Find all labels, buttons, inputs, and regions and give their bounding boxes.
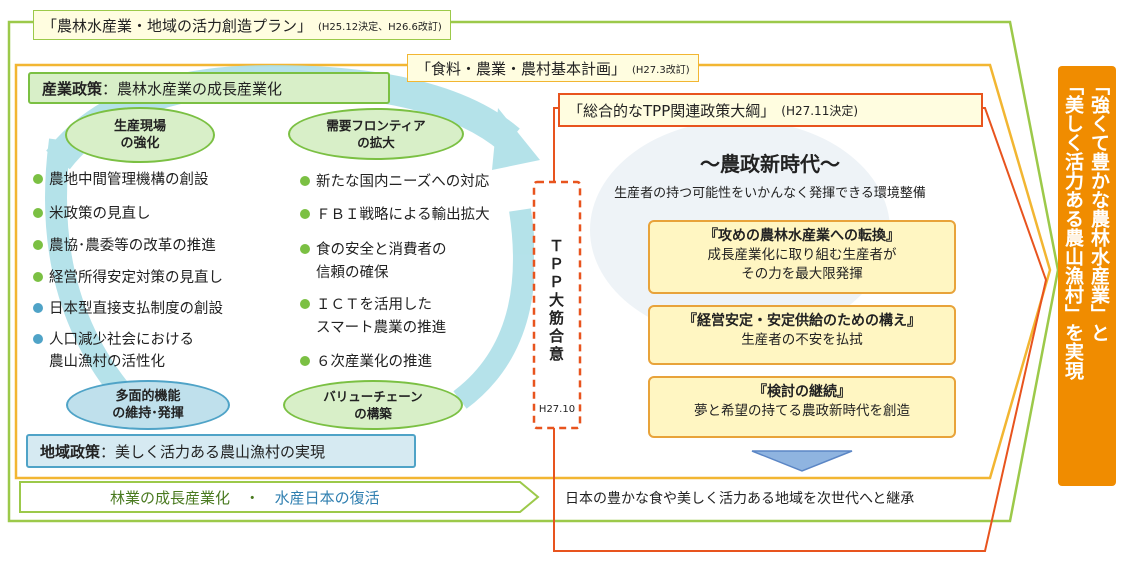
ellipse-value-chain: バリューチェーンの構築 xyxy=(283,380,463,430)
forestry-dot: ・ xyxy=(244,489,260,507)
plan-food-title: 「食料・農業・農村基本計画」 (H27.3改訂) xyxy=(407,54,699,82)
industry-policy-label: 産業政策 xyxy=(42,79,103,98)
right-item: ＩＣＴを活用した xyxy=(300,295,432,315)
ellipse-demand: 需要フロンティアの拡大 xyxy=(288,108,464,160)
industry-policy-box: 産業政策：農林水産業の成長産業化 xyxy=(28,72,390,104)
tpp-agreement-text: ＴＰＰ大筋合意 xyxy=(547,238,565,364)
fisheries-right: 水産日本の復活 xyxy=(274,489,380,507)
ellipse-multi-line2: の維持･発揮 xyxy=(112,406,184,421)
bullet-icon xyxy=(33,303,43,313)
industry-policy-text: ：農林水産業の成長産業化 xyxy=(102,79,283,98)
box-line: 夢と希望の持てる農政新時代を創造 xyxy=(694,403,910,419)
plan-food-note: (H27.3改訂) xyxy=(632,64,690,76)
bullet-icon xyxy=(33,174,43,184)
ellipse-production-line2: の強化 xyxy=(120,136,160,151)
right-item-4-line2: スマート農業の推進 xyxy=(316,320,447,336)
regional-policy-text: ：美しく活力ある農山漁村の実現 xyxy=(100,442,326,461)
plan-agri-title-text: 「農林水産業・地域の活力創造プラン」 xyxy=(42,16,313,35)
box-title: 『攻めの農林水産業への転換』 xyxy=(704,228,900,244)
bottom-text: 日本の豊かな食や美しく活力ある地域を次世代へと継承 xyxy=(565,491,915,507)
goal-line1: 「強くて豊かな農林水産業」と xyxy=(1088,76,1110,342)
left-item: 経営所得安定対策の見直し xyxy=(33,268,223,288)
continued-study-box: 『検討の継続』 夢と希望の持てる農政新時代を創造 xyxy=(648,376,956,438)
plan-food-title-text: 「食料・農業・農村基本計画」 xyxy=(416,59,627,78)
forestry-left: 林業の成長産業化 xyxy=(110,489,231,507)
bullet-icon xyxy=(33,272,43,282)
plan-tpp-note: (H27.11決定) xyxy=(781,103,859,118)
ellipse-multifunction: 多面的機能の維持･発揮 xyxy=(66,380,230,430)
new-era-title: ～農政新時代～ xyxy=(700,152,840,176)
tpp-agreement-date: H27.10 xyxy=(538,404,576,415)
left-item: 人口減少社会における xyxy=(33,330,194,350)
left-item-6-line2: 農山漁村の活性化 xyxy=(49,354,165,370)
ellipse-production: 生産現場の強化 xyxy=(65,107,215,163)
new-era-subtitle: 生産者の持つ可能性をいかんなく発揮できる環境整備 xyxy=(614,186,926,201)
forestry-arrow xyxy=(19,481,540,513)
left-item: 米政策の見直し xyxy=(33,204,151,224)
green-plan-frame xyxy=(7,20,1060,523)
plan-agri-note: (H25.12決定、H26.6改訂) xyxy=(318,21,442,33)
plan-tpp-title-text: 「総合的なTPP関連政策大綱」 xyxy=(568,101,776,120)
bullet-icon xyxy=(33,240,43,250)
bullet-icon xyxy=(300,356,310,366)
box-line: その力を最大限発揮 xyxy=(741,266,863,282)
bullet-icon xyxy=(300,299,310,309)
right-item: ６次産業化の推進 xyxy=(300,352,432,372)
bullet-icon xyxy=(300,176,310,186)
ellipse-demand-line2: の拡大 xyxy=(357,135,395,150)
down-arrow xyxy=(751,450,853,472)
bullet-icon xyxy=(300,244,310,254)
goal-box xyxy=(1058,66,1116,486)
right-item: ＦＢＩ戦略による輸出拡大 xyxy=(300,205,490,225)
forestry-text: 林業の成長産業化 ・ 水産日本の復活 xyxy=(110,487,380,508)
plan-agri-title: 「農林水産業・地域の活力創造プラン」 (H25.12決定、H26.6改訂) xyxy=(33,10,451,40)
box-line: 生産者の不安を払拭 xyxy=(741,332,863,348)
left-item: 農地中間管理機構の創設 xyxy=(33,170,209,190)
ellipse-demand-line1: 需要フロンティア xyxy=(326,118,426,133)
ellipse-multi-line1: 多面的機能 xyxy=(115,389,181,404)
goal-line2: 「美しく活力ある農山漁村」を実現 xyxy=(1062,76,1084,380)
ellipse-value-line1: バリューチェーン xyxy=(323,389,423,404)
plan-tpp-title: 「総合的なTPP関連政策大綱」 (H27.11決定) xyxy=(558,93,983,127)
bullet-icon xyxy=(33,334,43,344)
right-item: 新たな国内ニーズへの対応 xyxy=(300,172,489,192)
tpp-dashed-box xyxy=(532,180,582,430)
ellipse-value-line2: の構築 xyxy=(354,406,392,421)
offensive-agri-box: 『攻めの農林水産業への転換』 成長産業化に取り組む生産者が その力を最大限発揮 xyxy=(648,220,956,294)
box-title: 『経営安定・安定供給のための構え』 xyxy=(683,313,921,329)
bullet-icon xyxy=(300,209,310,219)
left-item: 農協･農委等の改革の推進 xyxy=(33,236,216,256)
box-line: 成長産業化に取り組む生産者が xyxy=(707,247,897,263)
regional-policy-label: 地域政策 xyxy=(40,442,101,461)
ellipse-production-line1: 生産現場 xyxy=(113,119,166,134)
yellow-plan-frame xyxy=(14,63,1052,480)
right-item-3-line2: 信頼の確保 xyxy=(316,265,389,281)
stable-supply-box: 『経営安定・安定供給のための構え』 生産者の不安を払拭 xyxy=(648,305,956,365)
right-item: 食の安全と消費者の xyxy=(300,240,447,260)
left-item: 日本型直接支払制度の創設 xyxy=(33,299,223,319)
regional-policy-box: 地域政策：美しく活力ある農山漁村の実現 xyxy=(26,434,416,468)
box-title: 『検討の継続』 xyxy=(753,384,851,400)
bullet-icon xyxy=(33,208,43,218)
